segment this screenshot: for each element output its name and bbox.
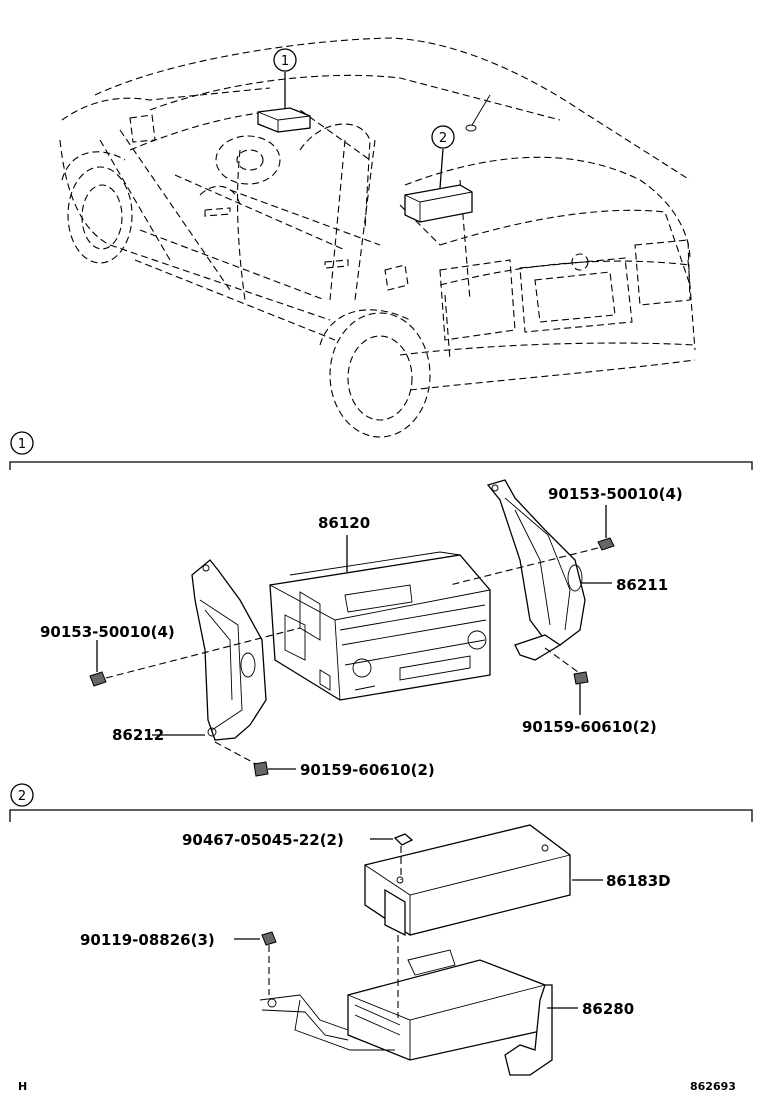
label-90119-08826: 90119-08826(3) bbox=[80, 931, 215, 949]
bolt-90119[interactable] bbox=[261, 931, 277, 946]
radio-head-unit[interactable] bbox=[269, 551, 491, 701]
screw-bottom-left[interactable] bbox=[253, 761, 269, 777]
label-90159-60610-right: 90159-60610(2) bbox=[522, 718, 657, 736]
section-1-marker: 1 bbox=[10, 431, 34, 455]
svg-text:2: 2 bbox=[18, 789, 26, 804]
footer-letter: H bbox=[18, 1080, 27, 1093]
screw-bottom-right[interactable] bbox=[573, 671, 589, 685]
label-90153-50010-right: 90153-50010(4) bbox=[548, 485, 683, 503]
label-90159-60610-left: 90159-60610(2) bbox=[300, 761, 435, 779]
label-86280: 86280 bbox=[582, 1000, 634, 1018]
label-86212: 86212 bbox=[112, 726, 164, 744]
label-86120: 86120 bbox=[318, 514, 370, 532]
svg-text:1: 1 bbox=[18, 437, 26, 452]
section-2-divider bbox=[9, 809, 753, 822]
label-90153-50010-left: 90153-50010(4) bbox=[40, 623, 175, 641]
label-86211: 86211 bbox=[616, 576, 668, 594]
svg-text:2: 2 bbox=[439, 131, 447, 146]
screw-top-right[interactable] bbox=[597, 537, 615, 551]
section-1-divider bbox=[9, 461, 753, 470]
vehicle-illustration bbox=[59, 37, 696, 438]
label-86183D: 86183D bbox=[606, 872, 671, 890]
section-2-marker: 2 bbox=[10, 783, 34, 807]
screw-left[interactable] bbox=[89, 671, 107, 687]
left-bracket-86212[interactable] bbox=[191, 559, 267, 741]
right-bracket-86211[interactable] bbox=[486, 479, 586, 661]
amplifier-86280[interactable] bbox=[259, 949, 553, 1076]
clip-90467[interactable] bbox=[393, 833, 414, 846]
callout-2[interactable]: 2 bbox=[431, 125, 455, 149]
callout-1[interactable]: 1 bbox=[273, 48, 297, 72]
illustration-number: 862693 bbox=[690, 1080, 736, 1093]
cover-86183D[interactable] bbox=[364, 824, 571, 937]
svg-text:1: 1 bbox=[281, 54, 289, 69]
label-90467-05045-22: 90467-05045-22(2) bbox=[182, 831, 344, 849]
